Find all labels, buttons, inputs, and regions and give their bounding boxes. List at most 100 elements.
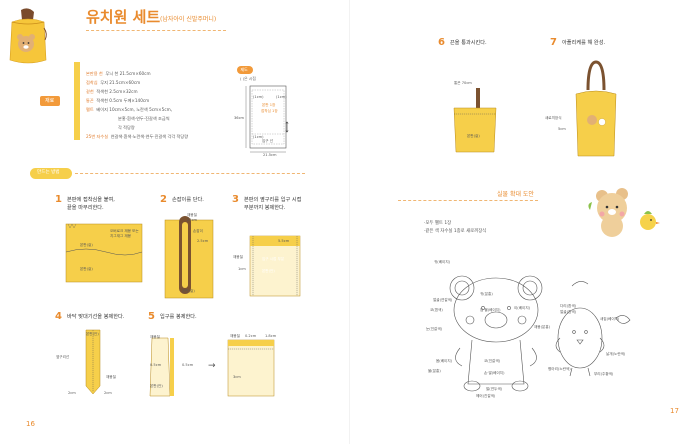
page-number-left: 16 bbox=[26, 420, 35, 428]
felt-photo bbox=[572, 174, 668, 246]
pattern-label: 부리(주황색) bbox=[594, 372, 614, 376]
pattern-label: 새집(베이지) bbox=[600, 317, 620, 321]
material-row: 각 적당량 bbox=[118, 125, 135, 130]
step-text: 본판에 접착심을 붙여,끝을 마무리한다. bbox=[67, 197, 115, 212]
materials-list bbox=[74, 62, 80, 140]
step-number: 4 bbox=[55, 311, 62, 322]
step3-figure bbox=[249, 235, 301, 297]
fig-label: 1.8cm bbox=[265, 334, 277, 338]
fig-label: 본판(안) bbox=[86, 332, 99, 336]
pattern-label: 재봉(분홍) bbox=[534, 325, 551, 329]
draft-dim: 21.5cm bbox=[263, 153, 277, 157]
step-number: 3 bbox=[232, 194, 239, 205]
material-row: 펠트 베이지 10cm×5cm, 노란색 5cm×5cm, bbox=[86, 107, 173, 112]
materials-tag: 재료 bbox=[40, 96, 60, 106]
pattern-label: 몸(베이지) bbox=[436, 359, 453, 363]
fig-label: 22cm bbox=[187, 218, 198, 222]
step5-figure-a bbox=[149, 337, 174, 397]
fig-label: 지그재그 재봉 bbox=[110, 234, 131, 238]
fig-label: 2.5cm bbox=[197, 239, 209, 243]
draft-dim: 접착심 1장 bbox=[261, 109, 278, 113]
draft-dim: 36cm bbox=[234, 116, 245, 120]
pattern-heading: 실물 확대 도안 bbox=[497, 191, 534, 198]
fig-label: 5cm bbox=[558, 127, 566, 131]
pattern-rule bbox=[398, 200, 538, 201]
page-subtitle: (남자아이 신발주머니) bbox=[160, 16, 217, 23]
pattern-label: 코(흰색) bbox=[430, 308, 443, 312]
pattern-label: 다리(흰색) bbox=[560, 304, 577, 308]
fig-label: 재봉질 bbox=[106, 375, 116, 379]
draft-dim: 입구 선 bbox=[262, 139, 274, 143]
step7-figure bbox=[575, 60, 617, 157]
arrow-icon: → bbox=[208, 361, 216, 371]
step-text: 바닥 맞대기선을 봉제한다. bbox=[67, 314, 125, 320]
pattern-note: ·모두 펠트 1장 bbox=[424, 221, 452, 226]
material-row: 분홍·흰색·연두·진갈색 조금씩 bbox=[118, 116, 170, 121]
step6-figure bbox=[453, 88, 497, 153]
pattern-label: 눈(진갈색) bbox=[426, 327, 443, 331]
fig-label: 2cm bbox=[104, 391, 112, 395]
material-row: 겉천 적색천 2.5cm×32cm bbox=[86, 89, 138, 94]
material-row: 25번 자수실 연갈색·흰색·노란색·연두·진갈색 각각 적당량 bbox=[86, 134, 189, 139]
step-text: 아플리케를 해 완성. bbox=[562, 40, 606, 46]
gutter bbox=[349, 0, 350, 444]
pattern-label: 얼굴(흰색) bbox=[560, 310, 577, 314]
pattern-label: 귀(분홍) bbox=[480, 292, 493, 296]
fig-label: 0.2cm bbox=[245, 334, 257, 338]
pattern-label: 헤어(진갈색) bbox=[476, 394, 496, 398]
fig-label: 새로끼장식 bbox=[545, 116, 562, 120]
step-number: 6 bbox=[438, 37, 445, 48]
draft-dim: 본판 1장 bbox=[262, 103, 276, 107]
step5-figure-b bbox=[227, 339, 275, 397]
step-number: 7 bbox=[550, 37, 557, 48]
draft-diagram bbox=[245, 85, 289, 153]
section-rule bbox=[75, 173, 305, 174]
pattern-label: 손·발(베이지) bbox=[484, 371, 505, 375]
material-row: 접착심 무지 21.5cm×60cm bbox=[86, 80, 141, 85]
fig-label: 0.5cm bbox=[182, 363, 194, 367]
pattern-label: 코(진갈색) bbox=[484, 359, 501, 363]
pattern-label: 발(연두색) bbox=[486, 387, 503, 391]
step-text: 입구를 봉제한다. bbox=[160, 314, 197, 320]
step-text: 손잡이를 단다. bbox=[172, 197, 204, 203]
fig-label: 오버로크 재봉 또는 bbox=[110, 229, 139, 233]
pattern-label: 날개(노란색) bbox=[606, 352, 626, 356]
step1-figure bbox=[65, 223, 143, 283]
fig-label: 본판(겉) bbox=[80, 243, 93, 247]
fig-label: 1cm bbox=[238, 267, 246, 271]
fig-label: 5.5cm bbox=[278, 239, 290, 243]
pattern-note: ·같은 색 자수실 1종로 새로끼장식 bbox=[424, 229, 487, 234]
fig-label: 본판(겉) bbox=[182, 289, 195, 293]
draft-note: ( )은 시접 bbox=[240, 76, 256, 81]
materials-tag-label: 재료 bbox=[45, 97, 55, 104]
pattern-label: 이(베이지) bbox=[514, 306, 531, 310]
fig-label: 입구 시접 부분 bbox=[262, 257, 285, 261]
fig-label: 2cm bbox=[68, 391, 76, 395]
fig-label: 본판(안) bbox=[262, 269, 275, 273]
fig-label: 본판(겉) bbox=[80, 267, 93, 271]
draft-dim: (1cm) bbox=[276, 95, 287, 99]
fig-label: 0.5cm bbox=[150, 363, 162, 367]
material-row: 통끈 적색천 0.5cm 두께×140cm bbox=[86, 98, 150, 103]
title-rule bbox=[86, 30, 226, 32]
step-number: 5 bbox=[148, 311, 155, 322]
page-number-right: 17 bbox=[670, 407, 679, 415]
fig-label: 옆구리선 bbox=[56, 355, 70, 359]
fig-label: 재봉질 bbox=[233, 255, 243, 259]
step4-figure bbox=[85, 329, 101, 395]
pattern-label: 볼(분홍) bbox=[428, 369, 441, 373]
step2-figure bbox=[164, 216, 214, 299]
fig-label: 재봉질 bbox=[230, 334, 240, 338]
pattern-label: 얼굴(연갈색) bbox=[433, 298, 453, 302]
fig-label: 3cm bbox=[233, 375, 241, 379]
page-title: 유치원 세트 bbox=[86, 8, 161, 26]
bag-photo bbox=[4, 8, 52, 66]
fig-label: 손잡이 bbox=[193, 229, 203, 233]
pattern-label: 입·볼(베이지) bbox=[480, 308, 501, 312]
section-tab: 만드는 방법 bbox=[30, 168, 72, 179]
fig-label: 본판(겉) bbox=[467, 134, 480, 138]
draft-dim: (1cm) bbox=[253, 135, 264, 139]
felt-pattern-drawing bbox=[449, 275, 631, 392]
material-row: 본판용 천 무늬 천 21.5cm×60cm bbox=[86, 71, 151, 76]
